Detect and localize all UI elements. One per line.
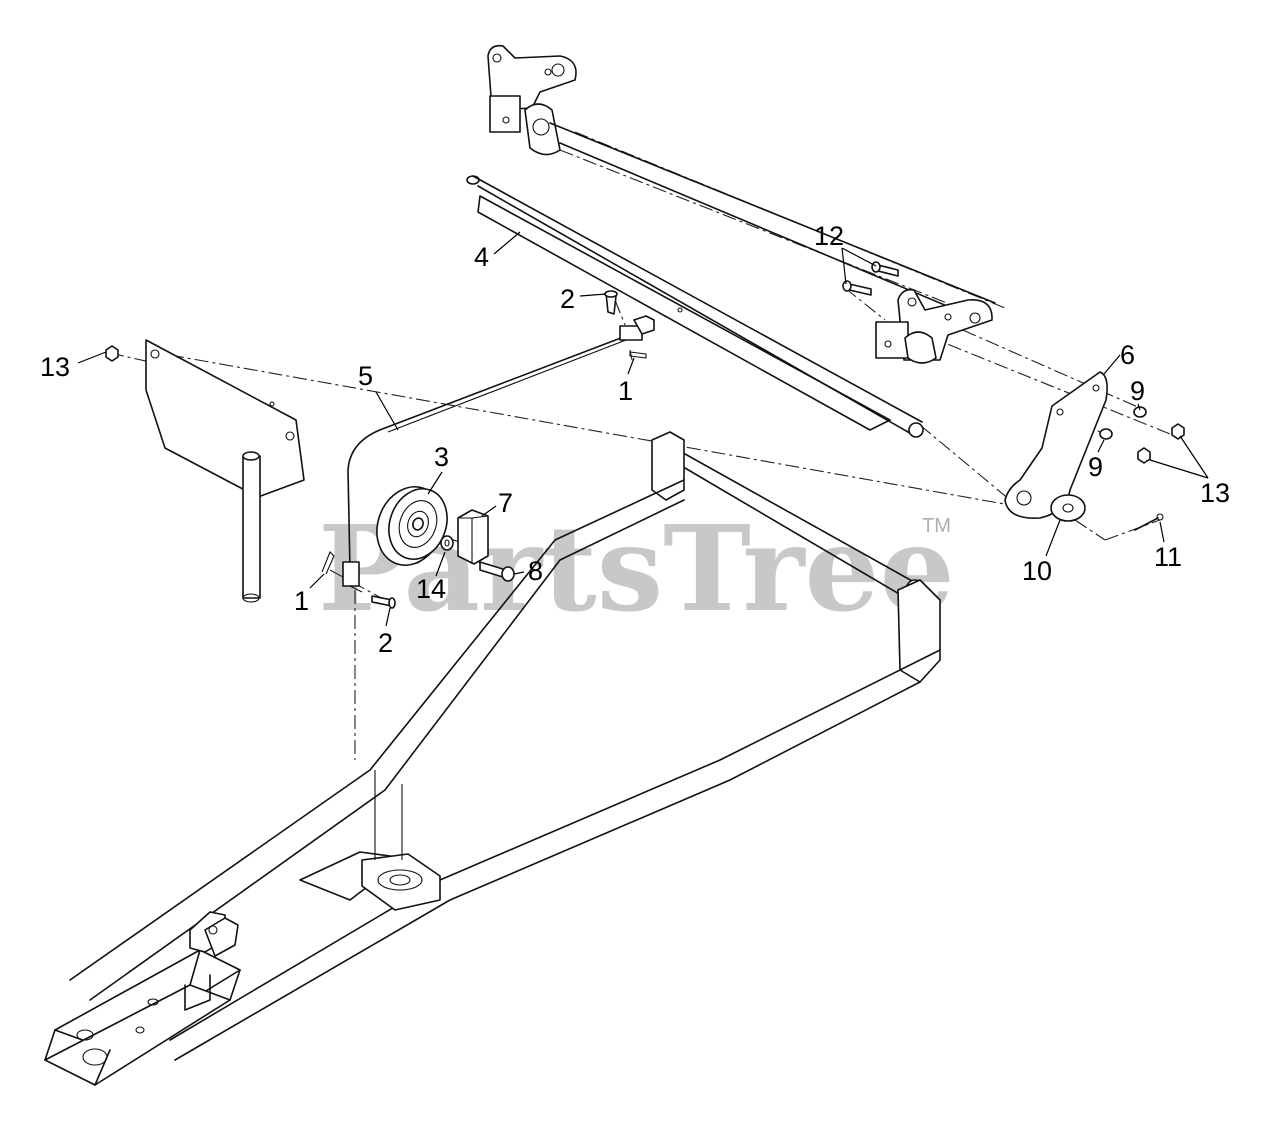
- main-a-frame: [44, 431, 941, 1086]
- callout-7: 7: [498, 488, 513, 518]
- callout-12: 12: [814, 221, 844, 251]
- upper-lift-bracket-assembly: [487, 44, 996, 364]
- callout-labels: 12 4 2 13 5 1 6 9 9 13 3 7: [40, 221, 1230, 658]
- callout-11: 11: [1154, 542, 1182, 572]
- callout-10: 10: [1022, 556, 1052, 586]
- part-14-spacer: [440, 535, 454, 551]
- cotter-pins-1: [321, 551, 335, 575]
- callout-13-left: 13: [40, 352, 70, 382]
- callout-2-bottom: 2: [378, 628, 393, 658]
- part-6-mount-plate: [1004, 371, 1108, 519]
- watermark-trademark: TM: [922, 515, 951, 537]
- callout-1-bottom: 1: [294, 586, 309, 616]
- callout-8: 8: [528, 556, 543, 586]
- clevis-pins-2: [371, 290, 618, 609]
- left-bracket-plate: [105, 339, 305, 603]
- callout-6: 6: [1120, 340, 1135, 370]
- part-8-bolt: [479, 561, 515, 582]
- callout-3: 3: [434, 442, 449, 472]
- callout-14: 14: [416, 574, 446, 604]
- callout-1-top: 1: [618, 376, 633, 406]
- callout-2-top: 2: [560, 284, 575, 314]
- part-3-pulley: [376, 486, 448, 566]
- callout-9-bottom: 9: [1088, 452, 1103, 482]
- callout-9-top: 9: [1130, 376, 1145, 406]
- callout-5: 5: [358, 361, 373, 391]
- callout-4: 4: [474, 242, 489, 272]
- part-4-lift-bar: [466, 175, 924, 438]
- part-7-block: [457, 509, 489, 565]
- hardware-right: [1050, 406, 1185, 531]
- part-12-pins: [842, 261, 899, 296]
- part-5-cable: [342, 315, 655, 593]
- callout-13-right: 13: [1200, 478, 1230, 508]
